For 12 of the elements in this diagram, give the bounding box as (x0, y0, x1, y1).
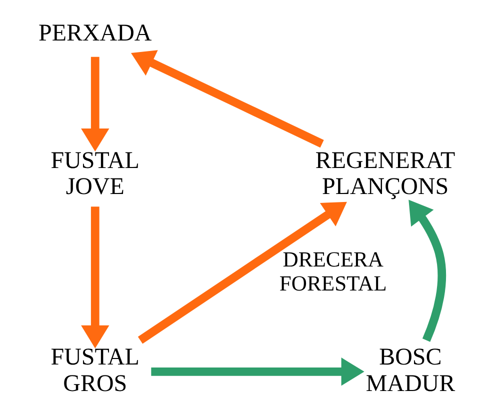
node-text: REGENERAT PLANÇONS (314, 148, 455, 200)
node-text: BOSC MADUR (365, 344, 455, 397)
arrow (137, 202, 346, 344)
arrow (408, 200, 446, 342)
node-text: FUSTAL JOVE (50, 148, 139, 200)
arrow (80, 206, 109, 348)
node-text: FUSTAL GROS (50, 344, 139, 397)
arrow (80, 56, 109, 152)
edge-label: DRECERA FORESTAL (278, 248, 386, 296)
arrow (130, 50, 324, 148)
node-text: PERXADA (38, 20, 152, 47)
arrow (150, 358, 364, 386)
